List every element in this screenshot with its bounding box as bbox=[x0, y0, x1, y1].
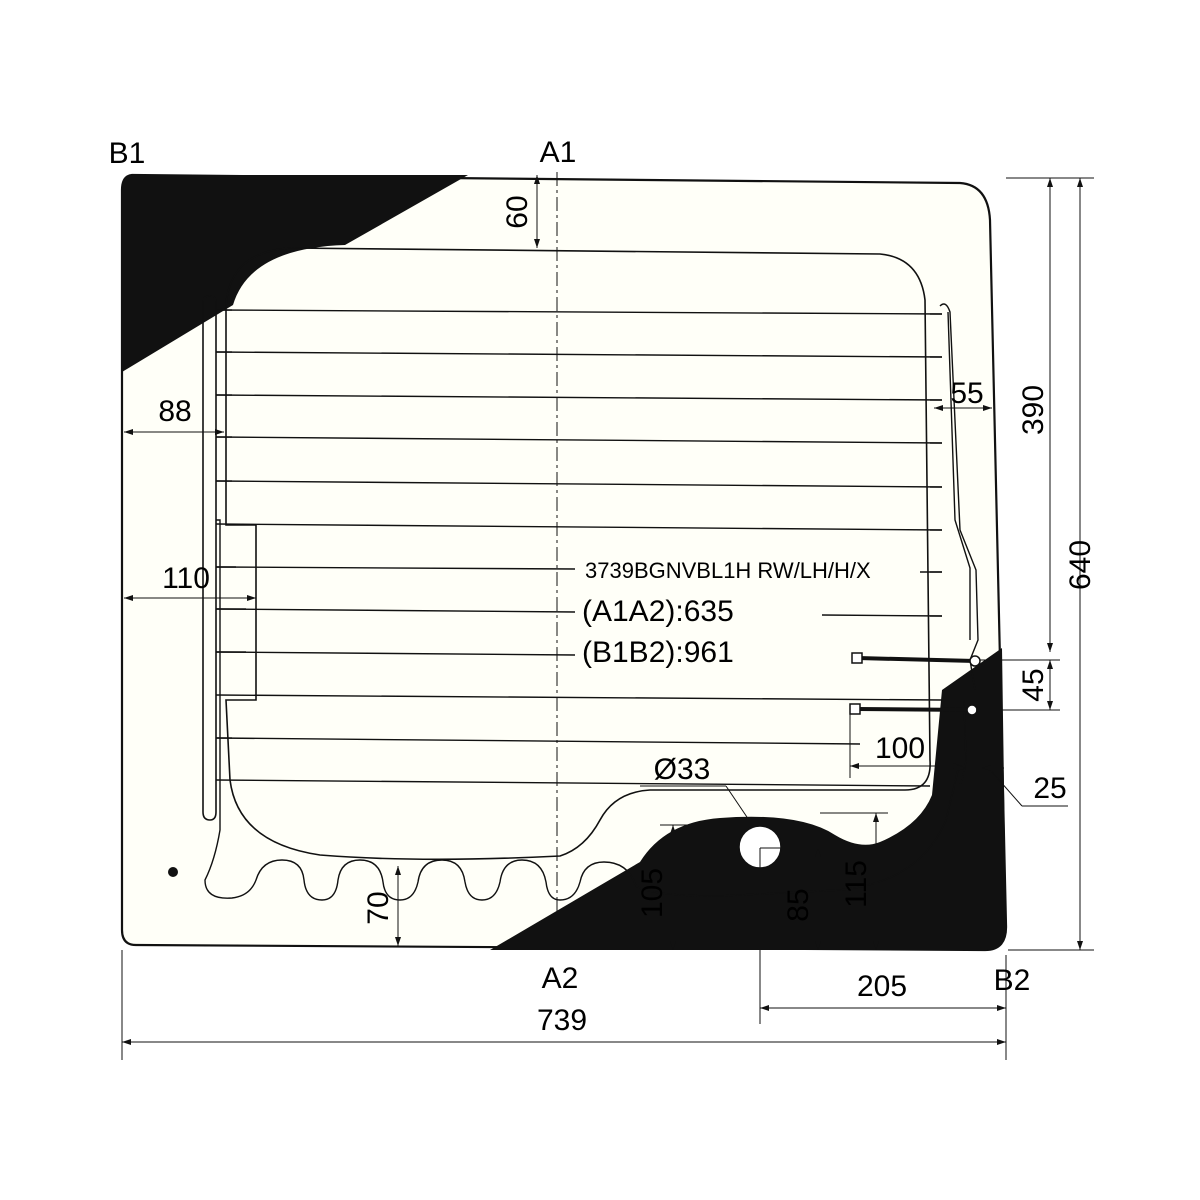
bus-bar-left bbox=[202, 295, 217, 821]
terminal-upper bbox=[851, 652, 981, 667]
dimension-640-label: 640 bbox=[1064, 540, 1097, 590]
dimension-60: 60 bbox=[501, 175, 540, 248]
dimension-739-label: 739 bbox=[537, 1004, 587, 1037]
dimension-640: 640 bbox=[1008, 177, 1097, 951]
marker-dot bbox=[168, 867, 178, 877]
dimension-390: 390 bbox=[1006, 177, 1058, 652]
dimension-88-label: 88 bbox=[158, 395, 191, 428]
dimension-205-label: 205 bbox=[857, 970, 907, 1003]
glass-outline bbox=[120, 173, 1008, 952]
dimension-70-label: 70 bbox=[362, 891, 395, 924]
antenna-trace-bottom bbox=[204, 519, 959, 901]
dimension-100-label: 100 bbox=[875, 732, 925, 765]
dimension-25: 25 bbox=[952, 765, 1068, 807]
heating-lines bbox=[215, 309, 943, 787]
dimension-60-label: 60 bbox=[501, 195, 534, 228]
dimension-45: 45 bbox=[976, 659, 1060, 711]
b1b2-measurement: (B1B2):961 bbox=[582, 636, 734, 669]
dimension-55: 55 bbox=[934, 377, 992, 411]
ceramic-band-top-left bbox=[122, 175, 468, 372]
dimension-diameter-33: Ø33 bbox=[640, 753, 754, 827]
antenna-trace-right bbox=[939, 303, 979, 801]
dimension-45-label: 45 bbox=[1017, 668, 1050, 701]
dimension-110: 110 bbox=[124, 562, 256, 601]
dimension-88: 88 bbox=[124, 395, 224, 435]
a1a2-measurement: (A1A2):635 bbox=[582, 595, 734, 628]
dimension-739: 739 bbox=[121, 950, 1007, 1060]
dimension-85-label: 85 bbox=[782, 888, 815, 921]
dimension-105: 105 bbox=[636, 824, 688, 950]
dimension-205: 205 bbox=[759, 848, 1007, 1024]
dimension-diameter-33-label: Ø33 bbox=[654, 753, 711, 786]
dimension-115: 115 bbox=[820, 812, 888, 950]
antenna-trace-right-inner bbox=[947, 311, 971, 640]
dimension-110-label: 110 bbox=[162, 562, 210, 595]
dimension-85: 85 bbox=[760, 847, 830, 950]
dimension-70: 70 bbox=[362, 866, 401, 946]
bus-bar-ticks bbox=[216, 309, 942, 739]
dimension-100: 100 bbox=[849, 712, 962, 778]
point-a2-label: A2 bbox=[542, 962, 579, 995]
dimension-105-label: 105 bbox=[636, 868, 669, 918]
point-b2-label: B2 bbox=[994, 964, 1031, 997]
part-code: 3739BGNVBL1H RW/LH/H/X bbox=[585, 558, 871, 583]
dimension-25-label: 25 bbox=[1033, 772, 1066, 805]
point-a1-label: A1 bbox=[540, 136, 577, 169]
point-b1-label: B1 bbox=[109, 137, 146, 170]
dimension-55-label: 55 bbox=[950, 377, 983, 410]
dimension-390-label: 390 bbox=[1017, 385, 1050, 435]
heating-area-outline bbox=[225, 247, 931, 861]
dimension-115-label: 115 bbox=[840, 860, 873, 908]
